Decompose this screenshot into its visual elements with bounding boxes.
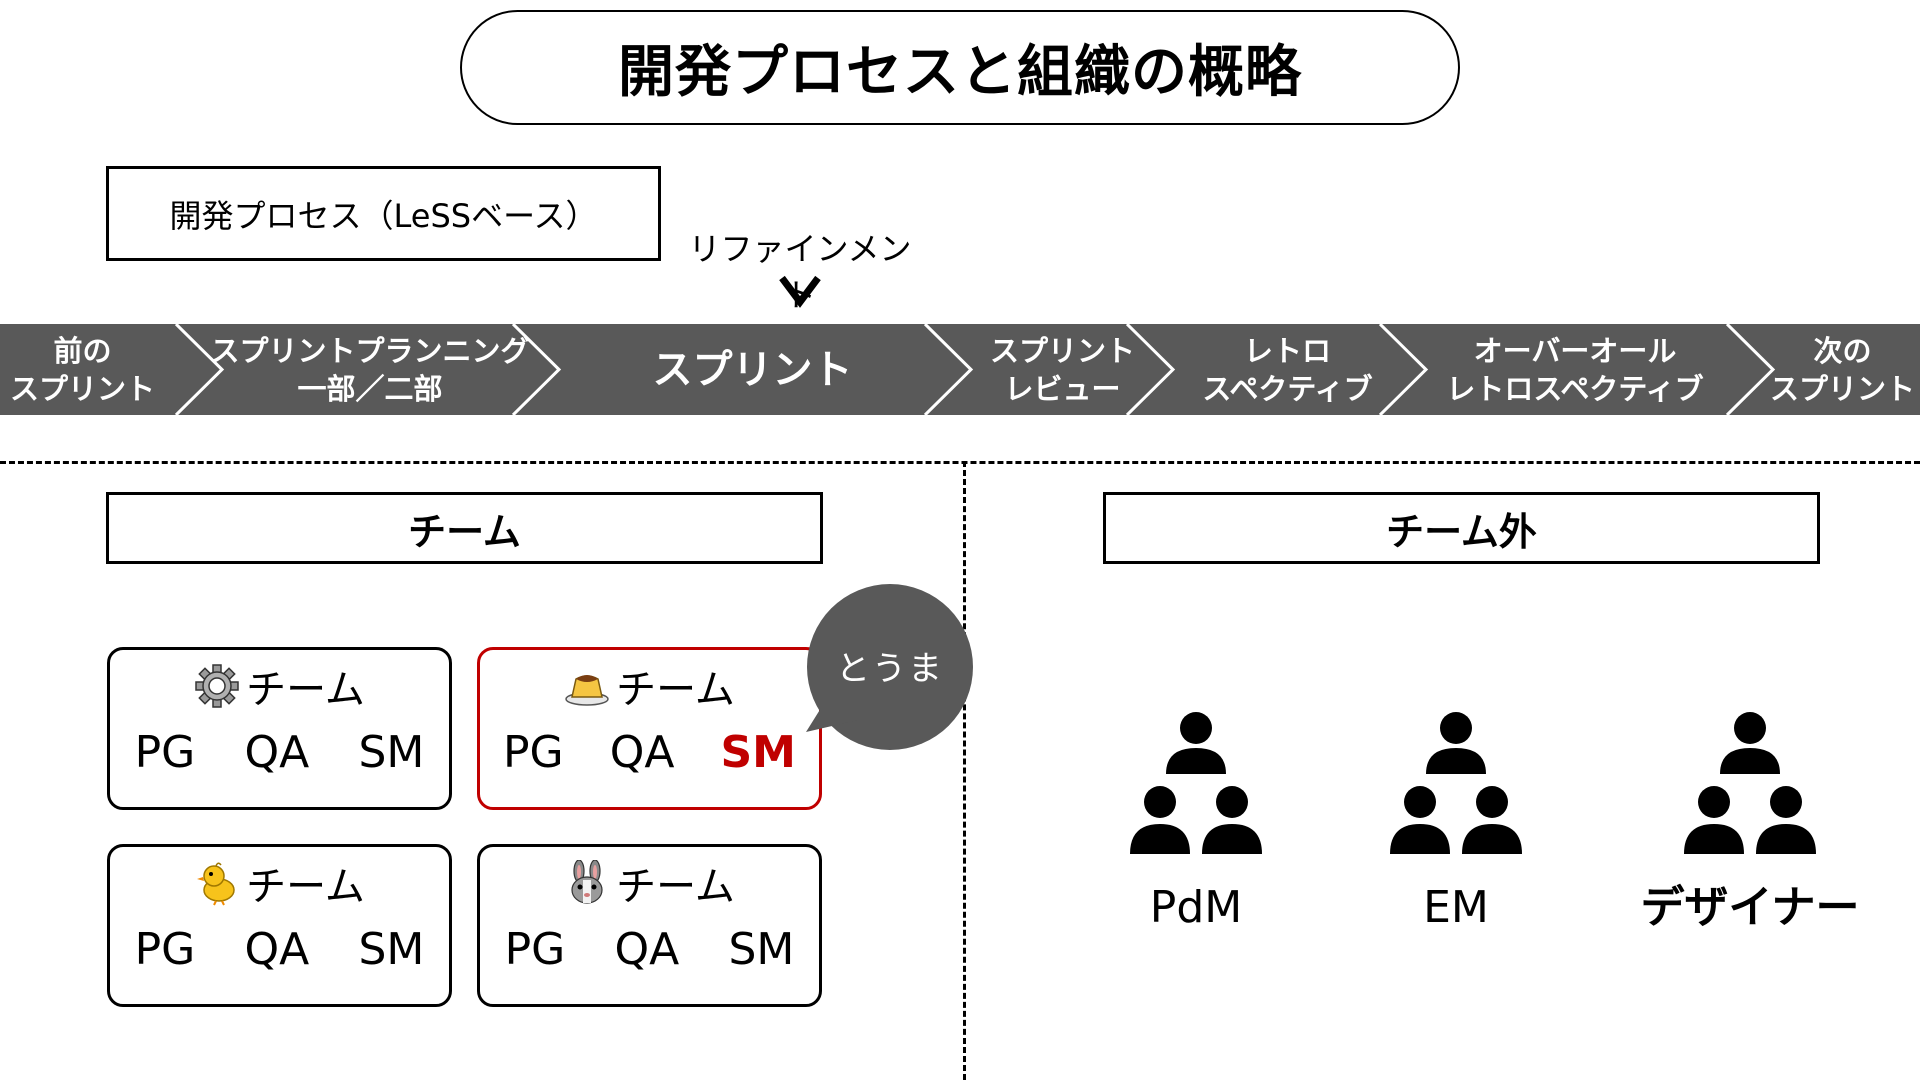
process-label-box: 開発プロセス（LeSSベース） <box>106 166 661 261</box>
role-sm-highlighted: SM <box>720 726 796 778</box>
role-sm: SM <box>358 923 425 975</box>
team-card: チーム PG QA SM <box>477 844 822 1007</box>
chevron-down-icon <box>779 275 821 308</box>
role-qa: QA <box>614 923 680 975</box>
role-qa: QA <box>609 726 675 778</box>
people-group-icon <box>1684 712 1816 854</box>
step-sprint-review: スプリント レビュー <box>989 333 1135 406</box>
people-group-icon <box>1130 712 1262 854</box>
step-chevron <box>1378 324 1429 415</box>
role-qa: QA <box>244 923 310 975</box>
step-overall-retrospective: オーバーオール レトロスペクティブ <box>1446 333 1704 406</box>
role-pg: PG <box>134 923 196 975</box>
group-label-em: EM <box>1423 882 1489 933</box>
team-label: チーム <box>616 667 735 713</box>
team-card-highlighted: チーム PG QA SM <box>477 647 822 810</box>
role-sm: SM <box>358 726 425 778</box>
vertical-divider <box>963 461 966 1080</box>
step-sprint: スプリント <box>652 346 853 393</box>
people-group-icon <box>1390 712 1522 854</box>
step-chevron <box>923 324 974 415</box>
step-chevron <box>1125 324 1176 415</box>
speech-bubble-label: とうま <box>836 648 944 689</box>
step-next-sprint: 次の スプリント <box>1769 333 1915 406</box>
rabbit-icon <box>571 860 603 904</box>
diagram-title: 開発プロセスと組織の概略 <box>460 10 1460 125</box>
speech-bubble <box>806 584 973 750</box>
step-chevron <box>174 324 225 415</box>
horizontal-divider <box>0 461 1920 464</box>
team-label: チーム <box>246 667 365 713</box>
chick-icon <box>197 862 235 906</box>
step-retrospective: レトロ スペクティブ <box>1202 333 1373 406</box>
pudding-icon <box>565 675 609 706</box>
gear-icon <box>195 664 239 708</box>
team-card: チーム PG QA SM <box>107 844 452 1007</box>
team-card: チーム PG QA SM <box>107 647 452 810</box>
outside-team-section-header: チーム外 <box>1103 492 1820 564</box>
role-qa: QA <box>244 726 310 778</box>
step-chevron <box>1725 324 1776 415</box>
process-band <box>0 324 1920 415</box>
group-label-designer: デザイナー <box>1640 882 1860 933</box>
role-pg: PG <box>504 923 566 975</box>
group-label-pdm: PdM <box>1149 882 1243 933</box>
step-sprint-planning: スプリントプランニング 一部／二部 <box>210 333 530 406</box>
role-pg: PG <box>134 726 196 778</box>
step-previous-sprint: 前の スプリント <box>9 333 155 406</box>
team-label: チーム <box>616 864 735 910</box>
step-chevron <box>511 324 562 415</box>
role-pg: PG <box>503 726 564 778</box>
team-section-header: チーム <box>106 492 823 564</box>
role-sm: SM <box>728 923 795 975</box>
team-label: チーム <box>246 864 365 910</box>
